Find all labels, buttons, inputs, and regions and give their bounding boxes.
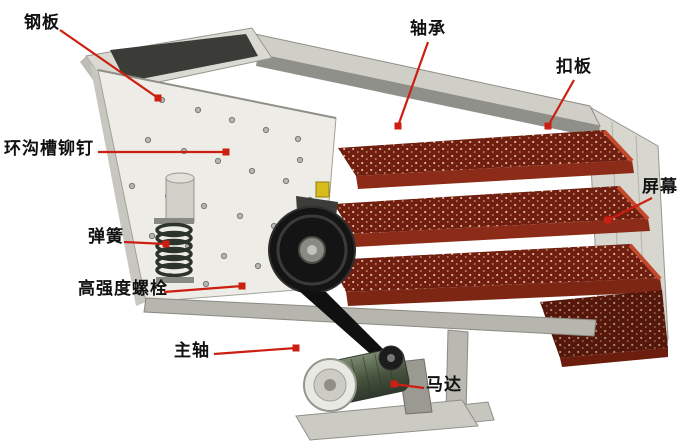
label-high-strength-bolt: 高强度螺栓 (78, 279, 168, 299)
label-ring-groove-rivet: 环沟槽铆钉 (4, 139, 94, 159)
leader-bearing (394, 41, 430, 130)
bottom-frame-beam (143, 297, 597, 337)
motor-assembly (295, 345, 479, 441)
label-bearing: 轴承 (410, 19, 446, 39)
yellow-fitting (315, 181, 330, 198)
label-steel-plate: 钢板 (24, 13, 60, 33)
leader-buckle-plate (544, 79, 575, 130)
leader-screen-panel (604, 197, 653, 224)
screen-deck-middle (334, 185, 650, 247)
leader-main-shaft (213, 344, 300, 356)
label-buckle-plate: 扣板 (556, 57, 592, 77)
screen-deck-bottom (330, 243, 662, 306)
leader-ring-groove-rivet (98, 148, 230, 156)
label-screen-panel: 屏幕 (642, 177, 678, 197)
label-spring: 弹簧 (88, 227, 124, 247)
discharge-chute (540, 290, 668, 367)
leader-steel-plate (59, 29, 162, 102)
spring-coil (154, 218, 194, 283)
leader-high-strength-bolt (163, 282, 246, 294)
drive-belt (298, 290, 398, 366)
label-motor: 马达 (426, 375, 462, 395)
main-pulley (268, 206, 356, 294)
spring-support-cylinder (165, 172, 195, 223)
label-main-shaft: 主轴 (174, 341, 210, 361)
screen-deck-top (338, 129, 634, 189)
leader-spring (123, 240, 170, 248)
leader-motor (390, 380, 425, 390)
leader-lines (59, 29, 653, 390)
